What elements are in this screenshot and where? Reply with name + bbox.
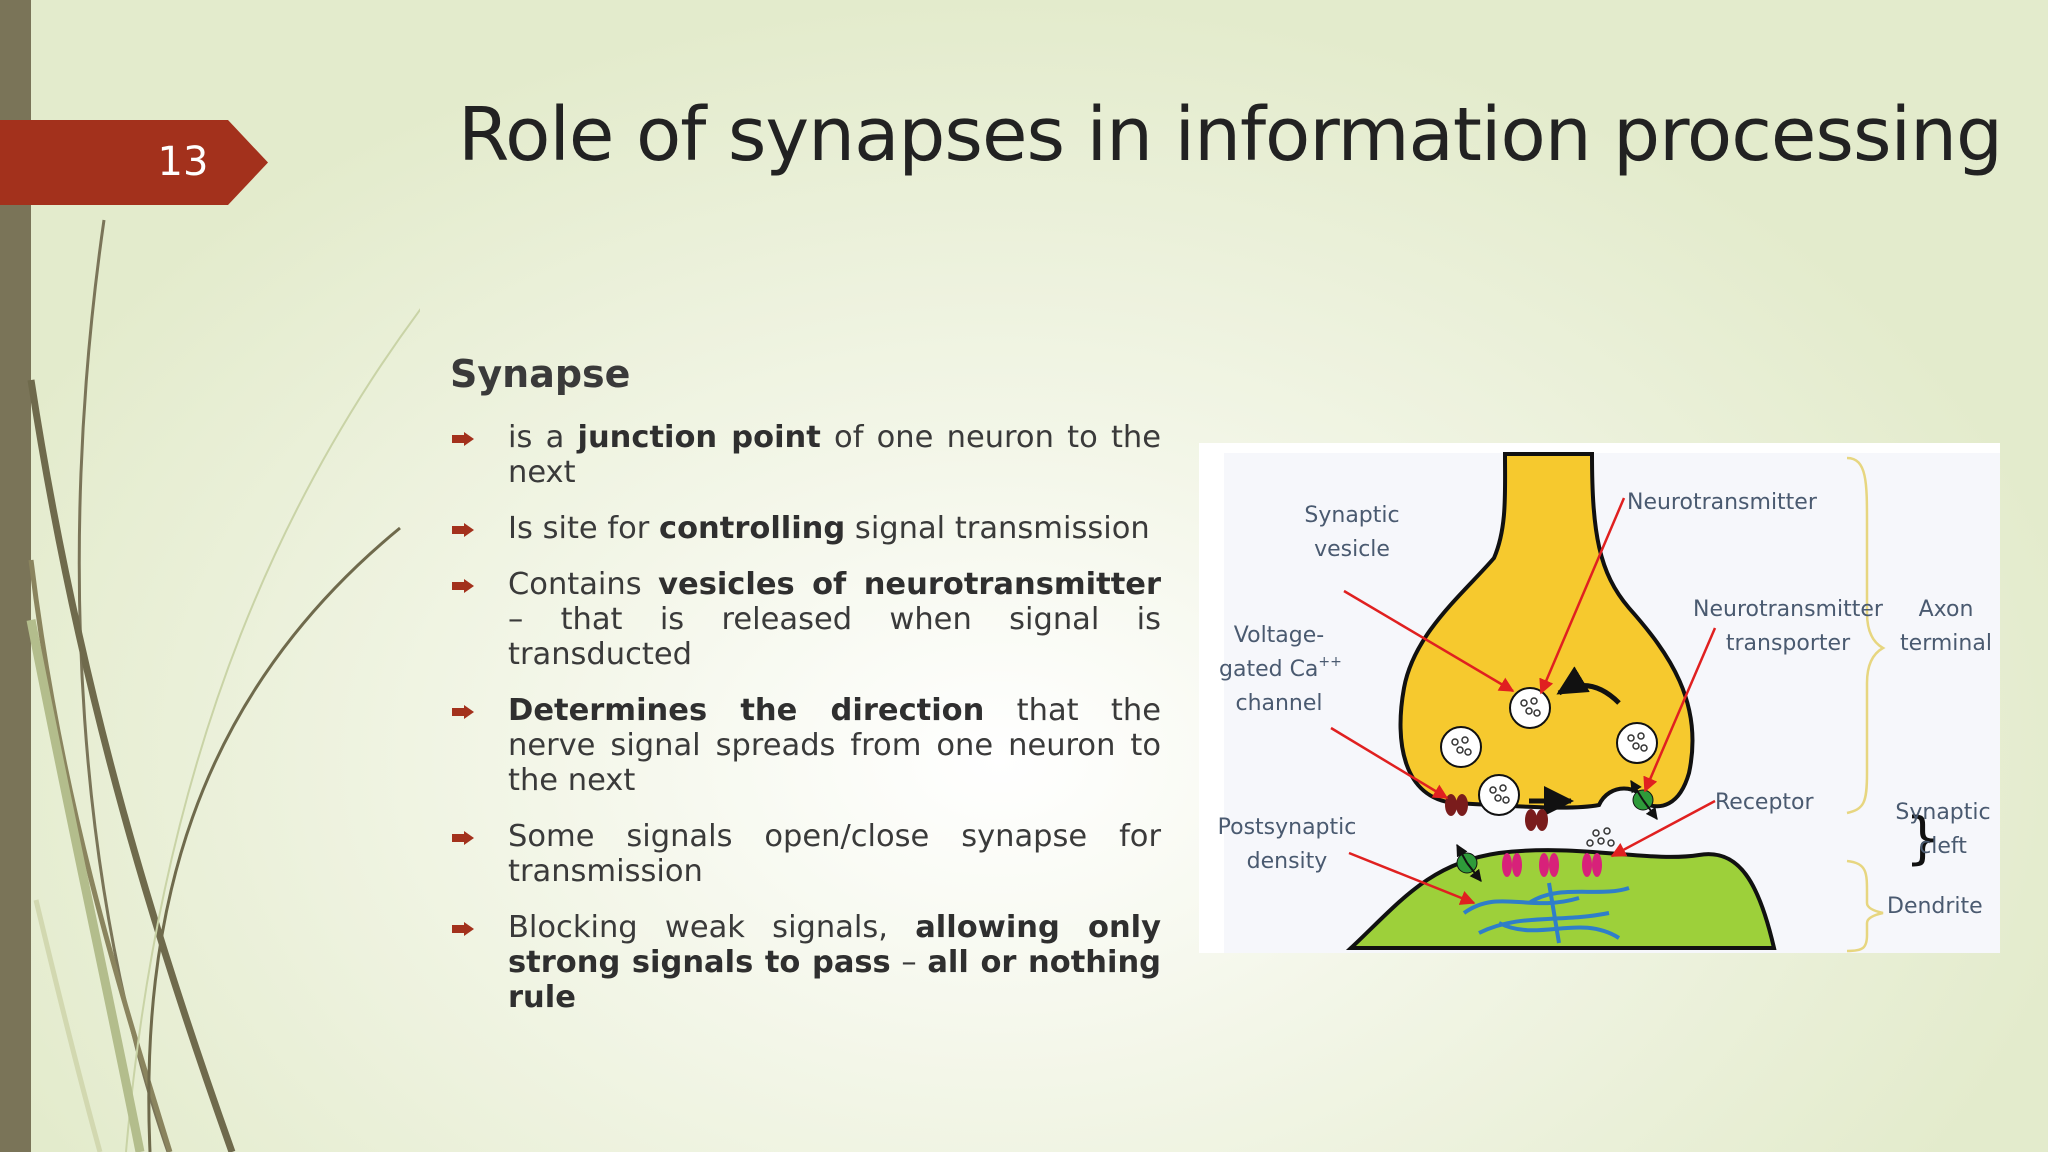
bullet-item: is a junction point of one neuron to the… [450, 420, 1161, 490]
region-braces [1846, 456, 1886, 953]
bullet-item: Determines the direction that the nerve … [450, 693, 1161, 798]
bullet-text: is a [508, 420, 578, 455]
bullet-text: Some signals open/close synapse for tran… [508, 819, 1161, 889]
section-heading: Synapse [450, 352, 631, 396]
axon-terminal-shape [1398, 452, 1695, 810]
bullet-item: Contains vesicles of neurotransmitter – … [450, 567, 1161, 672]
vesicle-cycle-arrow [1556, 666, 1621, 705]
bullet-item: Blocking weak signals, allowing only str… [450, 910, 1161, 1015]
label-arrows [1330, 497, 1717, 905]
label-postsynaptic-density-2: density [1247, 849, 1328, 874]
vesicle-contents [1451, 697, 1648, 847]
bullet-text: junction point [577, 420, 821, 455]
label-transporter: Neurotransmitter [1693, 597, 1884, 622]
label-synaptic-cleft-2: cleft [1919, 834, 1967, 859]
slide-title: Role of synapses in information processi… [458, 92, 2003, 178]
receptors [1502, 853, 1602, 877]
label-neurotransmitter: Neurotransmitter [1627, 490, 1818, 515]
bullet-text: signal transmission [845, 511, 1150, 546]
bullet-text: vesicles of neurotransmitter [658, 567, 1162, 602]
label-receptor: Receptor [1715, 790, 1815, 815]
bullet-arrow-icon [452, 432, 474, 446]
label-voltage-gated-3: channel [1235, 691, 1322, 716]
cleft-brace: } [1905, 806, 1941, 871]
label-transporter-2: transporter [1726, 631, 1851, 656]
bullet-text: controlling [659, 511, 846, 546]
bullet-text: allowing only strong signals to pass [508, 910, 1161, 980]
bullet-text: Determines the direction [508, 693, 985, 728]
label-dendrite: Dendrite [1887, 894, 1983, 919]
bullet-text: – that is released when signal is transd… [508, 602, 1161, 672]
bullet-text: – [890, 945, 928, 980]
bullet-item: Is site for controlling signal transmiss… [450, 511, 1161, 546]
highlight-text: all or nothing rule [508, 945, 1162, 1015]
dendrite-shape [1345, 848, 1777, 950]
bullet-arrow-icon [452, 705, 474, 719]
bullet-text: of one neuron to the next [508, 420, 1161, 490]
label-voltage-gated-2: gated Ca++ [1219, 654, 1342, 682]
bullet-text: Blocking weak signals, [508, 910, 916, 945]
label-voltage-gated: Voltage- [1234, 623, 1324, 648]
bullet-list: is a junction point of one neuron to the… [450, 420, 1161, 1036]
slide-number: 13 [157, 139, 209, 185]
bullet-arrow-icon [452, 579, 474, 593]
transporter-arrows [1456, 779, 1658, 882]
label-postsynaptic-density: Postsynaptic [1218, 815, 1357, 840]
bullet-arrow-icon [452, 523, 474, 537]
decorative-curves [26, 219, 420, 1152]
bullet-text: Is site for [508, 511, 659, 546]
bullet-arrow-icon [452, 831, 474, 845]
label-axon-terminal-2: terminal [1900, 631, 1992, 656]
bullet-arrow-icon [452, 922, 474, 936]
label-synaptic-vesicle: Synaptic [1304, 503, 1399, 528]
label-synaptic-vesicle-2: vesicle [1314, 537, 1390, 562]
label-synaptic-cleft: Synaptic [1895, 800, 1990, 825]
synapse-diagram: } Synaptic vesicle Neurotransmitter Volt… [1199, 443, 2000, 953]
bullet-text: that the nerve signal spreads from one n… [508, 693, 1161, 798]
slide-number-tab [0, 120, 268, 205]
bullet-item: Some signals open/close synapse for tran… [450, 819, 1161, 889]
calcium-channels [1445, 794, 1548, 831]
label-axon-terminal: Axon [1919, 597, 1974, 622]
bullet-text: Contains [508, 567, 659, 602]
dendrite-filaments [1462, 882, 1630, 944]
